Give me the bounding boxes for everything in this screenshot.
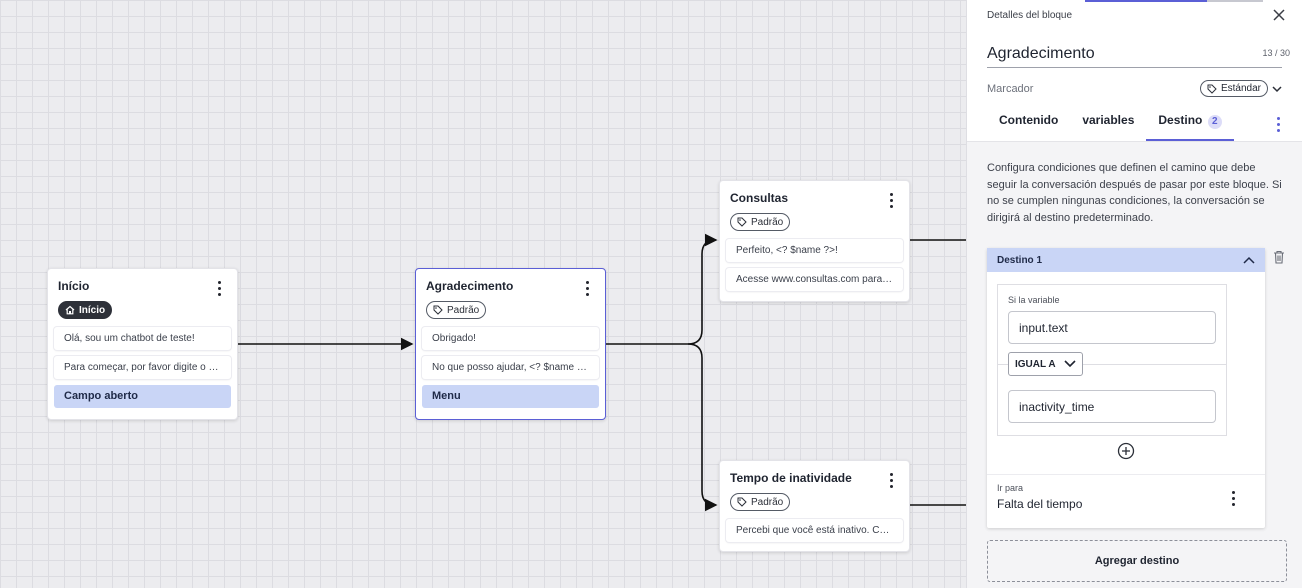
tag-icon xyxy=(737,217,747,227)
message-item[interactable]: Acesse www.consultas.com para agendar. xyxy=(726,268,903,291)
goto-value: Falta del tiempo xyxy=(997,497,1083,511)
chevron-down-icon[interactable] xyxy=(1272,85,1282,93)
input-item[interactable]: Campo aberto xyxy=(54,385,231,408)
more-options-icon[interactable] xyxy=(883,189,899,211)
node-agradecimento[interactable]: Agradecimento Padrão Obrigado! No que po… xyxy=(415,268,606,420)
panel-header: Detalles del bloque 13 / 30 Agradeciment… xyxy=(967,0,1302,142)
operator-select[interactable]: IGUAL A xyxy=(1008,352,1083,376)
tabs-more-options-icon[interactable] xyxy=(1270,113,1286,135)
block-name-value: Agradecimento xyxy=(987,45,1095,62)
panel-top-indicator xyxy=(1085,0,1207,2)
message-item[interactable]: No que posso ajudar, <? $name ?>? xyxy=(422,356,599,379)
chevron-down-icon xyxy=(1063,360,1076,368)
tag-icon xyxy=(433,305,443,315)
marker-label: Marcador xyxy=(987,82,1034,95)
panel-title: Detalles del bloque xyxy=(987,10,1073,21)
operator-row: IGUAL A xyxy=(998,344,1226,384)
panel-top-indicator-secondary xyxy=(1207,0,1263,2)
node-title: Tempo de inatividade xyxy=(730,471,852,485)
block-details-panel: Detalles del bloque 13 / 30 Agradeciment… xyxy=(966,0,1302,588)
variable-label: Si la variable xyxy=(1008,295,1060,305)
node-badge: Início xyxy=(58,301,113,319)
more-options-icon[interactable] xyxy=(883,469,899,491)
edge-agradecimento-inatividade xyxy=(687,343,718,512)
name-char-counter: 13 / 30 xyxy=(1262,48,1290,58)
compare-value-input[interactable]: inactivity_time xyxy=(1008,390,1216,423)
add-destination-button[interactable]: Agregar destino xyxy=(987,540,1287,582)
operator-divider xyxy=(998,364,1226,365)
goto-field[interactable]: Ir para Falta del tiempo xyxy=(987,474,1265,528)
marker-pill: Estándar xyxy=(1199,80,1268,97)
destination-card: Destino 1 Si la variable input.text IGUA… xyxy=(987,248,1265,528)
message-item[interactable]: Olá, sou um chatbot de teste! xyxy=(54,327,231,350)
destination-description: Configura condiciones que definen el cam… xyxy=(987,162,1282,224)
condition-box: Si la variable input.text IGUAL A inacti… xyxy=(997,284,1227,436)
node-badge: Padrão xyxy=(426,301,487,319)
input-item[interactable]: Menu xyxy=(422,385,599,408)
home-icon xyxy=(65,305,75,315)
node-title: Consultas xyxy=(730,191,789,205)
tab-count-badge: 2 xyxy=(1207,115,1222,129)
block-name-field[interactable]: Agradecimento xyxy=(987,45,1282,68)
node-badge: Padrão xyxy=(730,493,791,511)
message-item[interactable]: Para começar, por favor digite o seu nom… xyxy=(54,356,231,379)
destination-title: Destino 1 xyxy=(997,254,1043,266)
node-tempo-inatividade[interactable]: Tempo de inatividade Padrão Percebi que … xyxy=(719,460,910,552)
message-item[interactable]: Perfeito, <? $name ?>! xyxy=(726,239,903,262)
panel-tabs: Contenido variables Destino 2 xyxy=(987,113,1282,141)
goto-label: Ir para xyxy=(997,483,1024,493)
flow-canvas[interactable]: Início Início Olá, sou um chatbot de tes… xyxy=(0,0,966,588)
message-item[interactable]: Obrigado! xyxy=(422,327,599,350)
node-badge: Padrão xyxy=(730,213,791,231)
tag-icon xyxy=(737,497,747,507)
node-inicio[interactable]: Início Início Olá, sou um chatbot de tes… xyxy=(47,268,238,420)
add-condition-icon[interactable] xyxy=(1117,442,1135,460)
message-item[interactable]: Percebi que você está inativo. Caso prec… xyxy=(726,519,903,542)
node-title: Início xyxy=(58,279,90,293)
variable-input[interactable]: input.text xyxy=(1008,311,1216,344)
marker-row: Marcador Estándar xyxy=(987,80,1282,97)
node-consultas[interactable]: Consultas Padrão Perfeito, <? $name ?>! … xyxy=(719,180,910,302)
more-options-icon[interactable] xyxy=(579,277,595,299)
goto-more-options-icon[interactable] xyxy=(1225,487,1241,509)
node-title: Agradecimento xyxy=(426,279,514,293)
tab-destino[interactable]: Destino 2 xyxy=(1146,113,1234,141)
edge-agradecimento-consultas xyxy=(606,233,718,345)
destination-header[interactable]: Destino 1 xyxy=(987,248,1265,272)
more-options-icon[interactable] xyxy=(211,277,227,299)
tag-icon xyxy=(1207,84,1217,94)
trash-icon[interactable] xyxy=(1273,250,1285,264)
close-icon[interactable] xyxy=(1272,8,1286,22)
chevron-up-icon[interactable] xyxy=(1243,256,1255,264)
marker-select[interactable]: Estándar xyxy=(1199,80,1282,97)
tab-contenido[interactable]: Contenido xyxy=(999,113,1059,127)
tab-variables[interactable]: variables xyxy=(1082,113,1135,127)
